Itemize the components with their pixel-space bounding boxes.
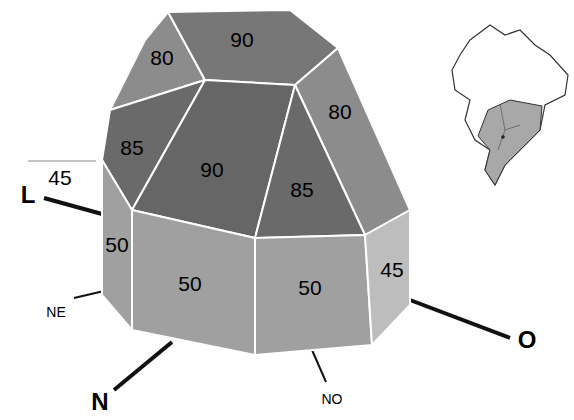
compass-letter: NE (46, 305, 65, 320)
compass-letter: L (21, 182, 36, 208)
face-polygon (365, 210, 410, 345)
northwest-axis (312, 350, 326, 382)
face-panel: 50 (102, 160, 132, 330)
brazil-outline (452, 25, 568, 185)
face-value: 50 (178, 272, 201, 295)
face-value: 45 (380, 258, 403, 281)
northeast-axis (74, 291, 104, 298)
compass-letter: NO (322, 392, 343, 407)
west-axis (410, 300, 510, 338)
hidden-face-value: 45 (48, 166, 71, 189)
face-value: 90 (200, 158, 223, 181)
face-value: 85 (290, 178, 313, 201)
north-axis (114, 342, 172, 390)
state-border (498, 104, 520, 150)
face-polygon (255, 85, 365, 238)
face-value: 50 (298, 276, 321, 299)
hidden-face-mark (28, 161, 96, 162)
face-value: 90 (230, 28, 253, 51)
face-panel: 45 (365, 210, 410, 345)
compass-letter: N (91, 389, 108, 415)
southeast-region (478, 100, 542, 185)
face-value: 50 (105, 233, 128, 256)
face-panel: 50 (255, 235, 372, 355)
east-axis (44, 198, 102, 214)
face-polygon (132, 210, 255, 355)
location-dot (501, 135, 505, 139)
face-polygon (255, 235, 372, 355)
compass-letter: O (518, 327, 537, 353)
face-value: 80 (150, 46, 173, 69)
face-value: 80 (328, 100, 351, 123)
face-value: 85 (120, 136, 143, 159)
face-polygon (102, 160, 132, 330)
face-panel: 50 (132, 210, 255, 355)
